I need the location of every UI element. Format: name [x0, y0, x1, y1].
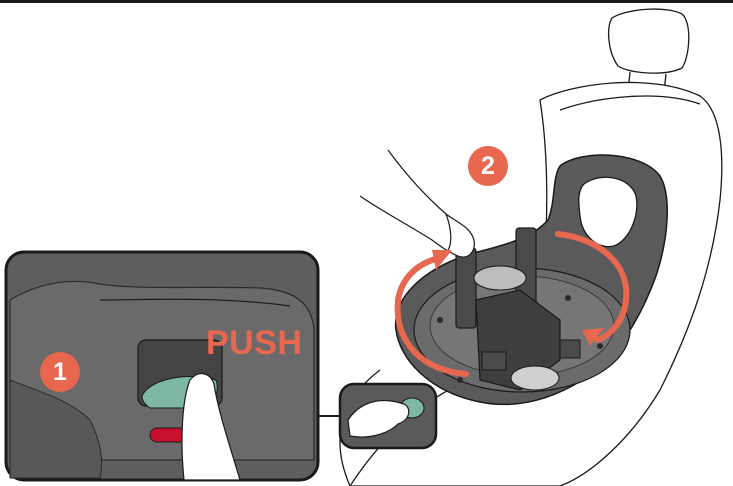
hand-icon [360, 150, 474, 257]
step-1-badge: 1 [40, 352, 80, 392]
push-label: PUSH [206, 324, 302, 363]
step-2-badge: 2 [468, 146, 508, 186]
zoom-callout [316, 384, 436, 448]
